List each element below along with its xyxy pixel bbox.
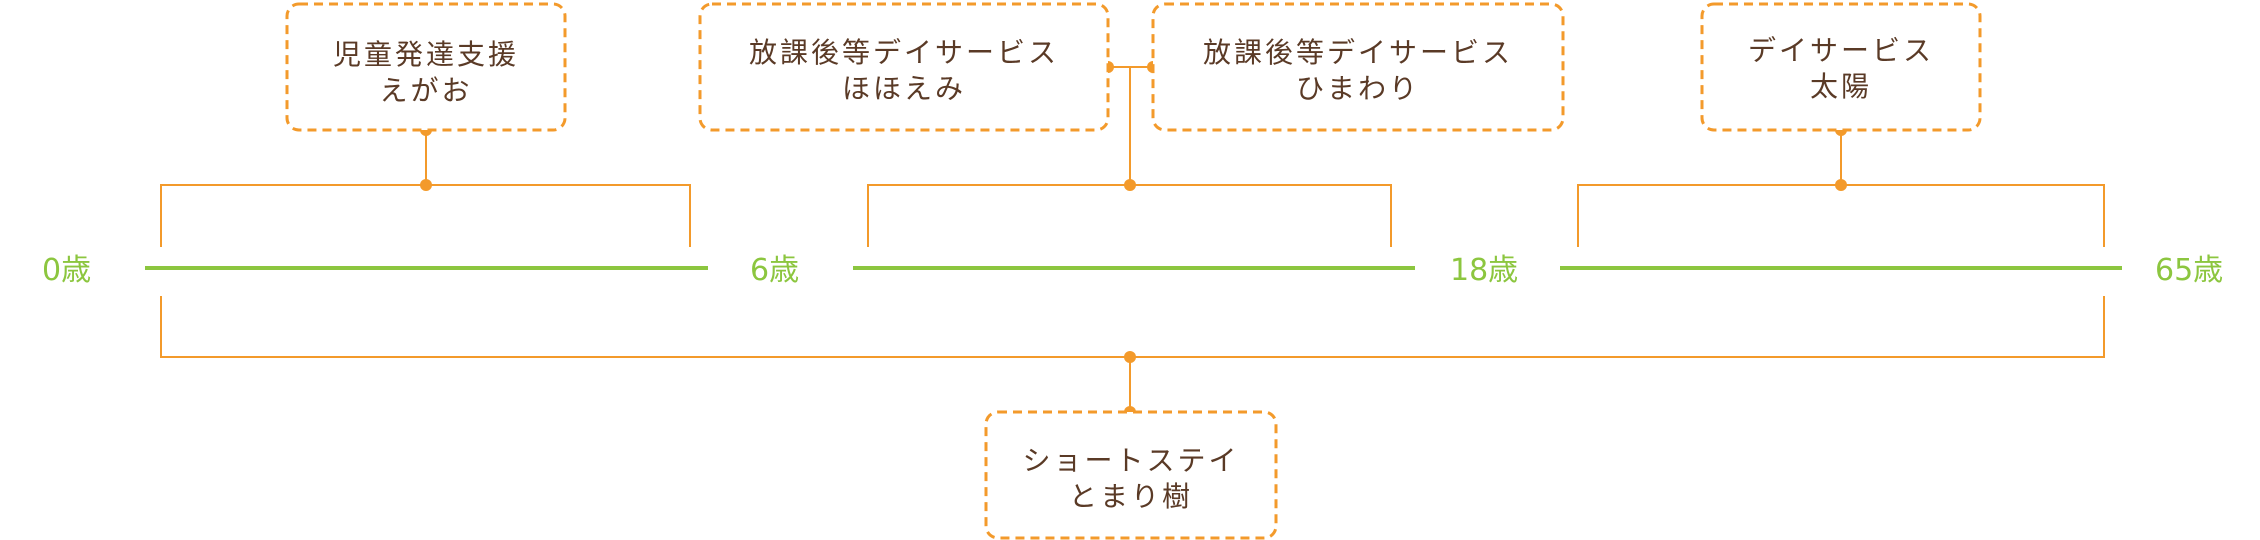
service-box-hohoemi: 放課後等デイサービス ほほえみ <box>698 2 1110 132</box>
service-box-tomarigi: ショートステイ とまり樹 <box>984 410 1278 540</box>
age-label-65: 65歳 <box>2155 253 2223 288</box>
bracket-6-18 <box>867 184 1392 247</box>
service-box-taiyo-line1: デイサービス <box>1748 34 1934 67</box>
connectors <box>425 66 1842 412</box>
service-box-taiyo-line2: 太陽 <box>1810 70 1872 103</box>
age-labels: 0歳 6歳 18歳 65歳 <box>42 253 2223 288</box>
service-box-himawari-line1: 放課後等デイサービス <box>1203 36 1513 69</box>
dot-taiyo-bracket <box>1835 179 1847 191</box>
age-label-0: 0歳 <box>42 253 91 288</box>
service-box-egao-line2: えがお <box>379 74 472 107</box>
connector-dots <box>420 61 1847 418</box>
bracket-0-65 <box>160 296 2105 358</box>
service-box-hohoemi-line2: ほほえみ <box>842 72 966 105</box>
age-label-18: 18歳 <box>1450 253 1518 288</box>
service-box-hohoemi-line1: 放課後等デイサービス <box>749 36 1059 69</box>
service-box-taiyo: デイサービス 太陽 <box>1700 2 1982 132</box>
age-label-6: 6歳 <box>750 253 799 288</box>
service-box-tomarigi-line2: とまり樹 <box>1069 480 1193 513</box>
bracket-0-6 <box>160 184 691 247</box>
dot-egao-bracket <box>420 179 432 191</box>
dot-youth-bracket <box>1124 179 1136 191</box>
service-box-hohoemi-frame <box>698 2 1110 132</box>
service-box-egao-frame <box>285 2 567 132</box>
service-box-egao: 児童発達支援 えがお <box>285 2 567 132</box>
service-box-himawari: 放課後等デイサービス ひまわり <box>1151 2 1565 132</box>
service-box-tomarigi-frame <box>984 410 1278 540</box>
service-box-himawari-frame <box>1151 2 1565 132</box>
service-box-himawari-line2: ひまわり <box>1296 72 1420 105</box>
service-box-egao-line1: 児童発達支援 <box>333 38 519 71</box>
top-brackets <box>160 184 2105 247</box>
bracket-18-65 <box>1577 184 2105 247</box>
service-box-tomarigi-line1: ショートステイ <box>1022 444 1239 477</box>
dot-tomarigi-bracket <box>1124 351 1136 363</box>
service-box-taiyo-frame <box>1700 2 1982 132</box>
